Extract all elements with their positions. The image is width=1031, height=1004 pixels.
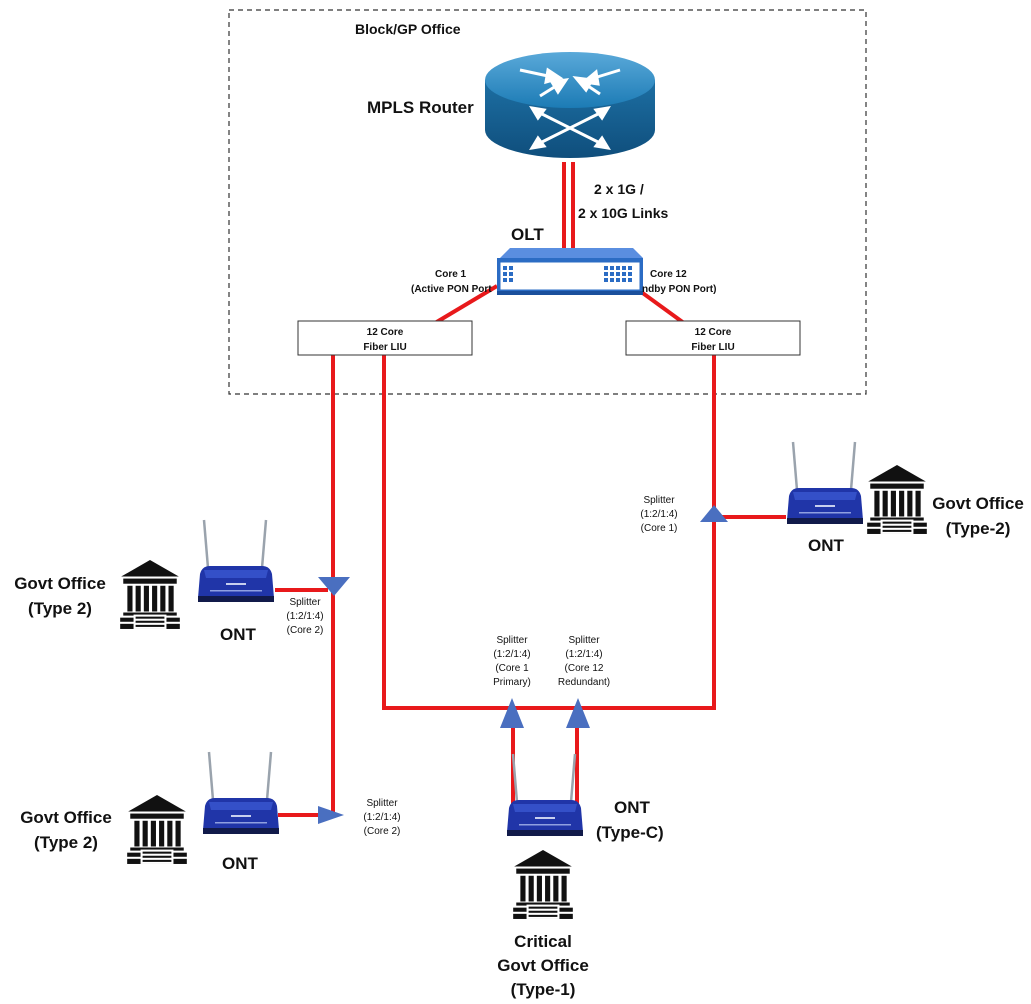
office-critical-line1: Critical	[514, 932, 572, 951]
office-right-line2: (Type-2)	[946, 519, 1011, 538]
svg-text:(1:2/1:4): (1:2/1:4)	[286, 611, 323, 622]
govt-office-left-upper-icon	[120, 560, 180, 629]
router-label: MPLS Router	[367, 98, 474, 117]
uplink-label-line2: 2 x 10G Links	[578, 205, 668, 221]
svg-text:Primary): Primary)	[493, 677, 531, 688]
svg-text:(Core 2): (Core 2)	[287, 625, 324, 636]
olt-left-fiber	[428, 284, 499, 328]
splitter-right-label: Splitter (1:2/1:4) (Core 1)	[640, 495, 677, 534]
svg-text:(Core 1): (Core 1)	[641, 523, 678, 534]
liu-left-line2: Fiber LIU	[363, 342, 406, 353]
olt-right-port-line1: Core 12	[650, 269, 687, 280]
splitter-left-lower-label: Splitter (1:2/1:4) (Core 2)	[363, 798, 400, 837]
office-left-lower-line2: (Type 2)	[34, 833, 98, 852]
svg-text:Splitter: Splitter	[568, 635, 600, 646]
svg-text:Splitter: Splitter	[289, 597, 321, 608]
ring-fiber	[382, 355, 716, 710]
ont-left-lower-label: ONT	[222, 854, 259, 873]
liu-left-line1: 12 Core	[367, 327, 404, 338]
ont-critical-label-line2: (Type-C)	[596, 823, 664, 842]
svg-text:(1:2/1:4): (1:2/1:4)	[363, 812, 400, 823]
ont-right-icon	[785, 440, 865, 526]
mpls-router-icon	[485, 52, 655, 158]
svg-text:Redundant): Redundant)	[558, 677, 610, 688]
svg-text:(1:2/1:4): (1:2/1:4)	[493, 649, 530, 660]
uplink-label-line1: 2 x 1G /	[594, 181, 644, 197]
govt-office-left-lower-icon	[127, 795, 187, 864]
olt-left-port-line2: (Active PON Port	[411, 284, 492, 295]
olt-right-port-line2: ndby PON Port)	[642, 284, 716, 295]
splitter-left-upper-icon	[318, 577, 350, 596]
office-title: Block/GP Office	[355, 21, 461, 37]
office-left-upper-line1: Govt Office	[14, 574, 106, 593]
splitter-right-icon	[700, 505, 728, 522]
fiber-links	[275, 162, 786, 817]
svg-text:Splitter: Splitter	[366, 798, 398, 809]
splitter-primary-icon	[500, 698, 524, 728]
svg-text:(Core 2): (Core 2)	[364, 826, 401, 837]
ont-left-upper-label: ONT	[220, 625, 257, 644]
olt-icon	[497, 248, 643, 295]
ont-critical-icon	[505, 752, 585, 838]
office-right-line1: Govt Office	[932, 494, 1024, 513]
fiber-liu-left: 12 Core Fiber LIU	[297, 320, 473, 356]
svg-text:(Core 1: (Core 1	[495, 663, 529, 674]
office-left-lower-line1: Govt Office	[20, 808, 112, 827]
svg-text:(1:2/1:4): (1:2/1:4)	[640, 509, 677, 520]
ont-right-label: ONT	[808, 536, 845, 555]
ont-left-lower-icon	[201, 750, 281, 836]
govt-office-critical-icon	[513, 850, 573, 919]
svg-text:(Core 12: (Core 12	[565, 663, 604, 674]
ont-left-upper-icon	[196, 518, 276, 604]
office-boundary	[228, 9, 867, 395]
fiber-liu-right: 12 Core Fiber LIU	[625, 320, 801, 356]
splitter-redundant-icon	[566, 698, 590, 728]
splitter-primary-label: Splitter (1:2/1:4) (Core 1 Primary)	[493, 635, 531, 688]
liu-right-line1: 12 Core	[695, 327, 732, 338]
splitter-left-lower-icon	[318, 806, 344, 824]
svg-text:Splitter: Splitter	[496, 635, 528, 646]
office-left-upper-line2: (Type 2)	[28, 599, 92, 618]
svg-text:(1:2/1:4): (1:2/1:4)	[565, 649, 602, 660]
olt-label: OLT	[511, 225, 544, 244]
splitter-redundant-label: Splitter (1:2/1:4) (Core 12 Redundant)	[558, 635, 610, 688]
liu-right-line2: Fiber LIU	[691, 342, 734, 353]
svg-text:Splitter: Splitter	[643, 495, 675, 506]
govt-office-right-icon	[867, 465, 927, 534]
office-critical-line2: Govt Office	[497, 956, 589, 975]
office-critical-line3: (Type-1)	[511, 980, 576, 999]
ont-critical-label-line1: ONT	[614, 798, 651, 817]
splitter-left-upper-label: Splitter (1:2/1:4) (Core 2)	[286, 597, 323, 636]
olt-left-port-line1: Core 1	[435, 269, 467, 280]
